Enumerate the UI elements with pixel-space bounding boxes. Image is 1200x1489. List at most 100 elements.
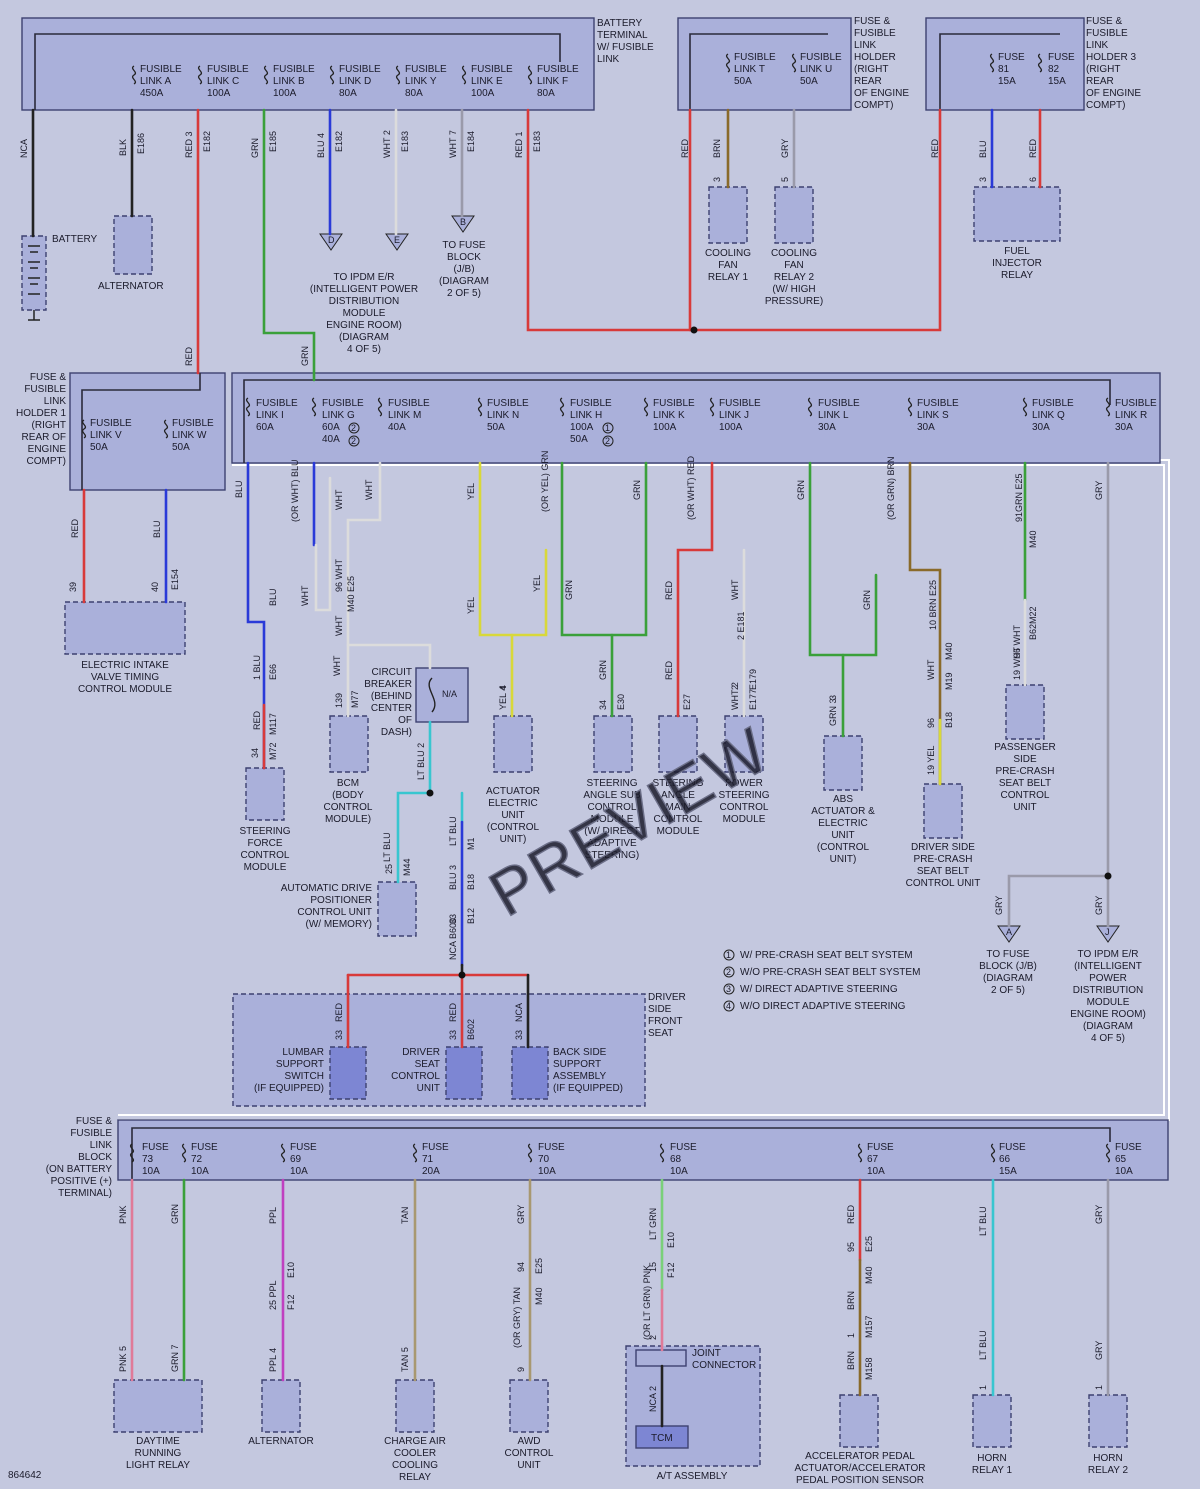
wire-label: 10 BRN E25: [928, 580, 938, 630]
wire-yel-n: [478, 461, 548, 637]
wire-label: WHT: [730, 579, 740, 600]
horn-relay-2-component: [1088, 1394, 1128, 1448]
wire-red-loop: [526, 108, 942, 332]
wires: [31, 108, 1110, 1428]
wire-label: 2: [730, 685, 740, 690]
tcm-label: TCM: [651, 1433, 673, 1444]
circuit-breaker-box: [415, 667, 469, 723]
wire-label: NCA B600: [448, 918, 458, 960]
wire-label: GRY: [780, 139, 790, 158]
fuse-symbols-top: [131, 53, 1043, 85]
wire-label: 33: [448, 1030, 458, 1040]
wire-label: BRN: [846, 1291, 856, 1310]
wire-wht-g: [314, 476, 332, 612]
wire-grn-h: [560, 461, 648, 637]
wire-label: 39: [68, 582, 78, 592]
wire-label: WHT: [334, 615, 344, 636]
wire-label: GRY: [994, 896, 1004, 915]
wire-label: RED: [1028, 138, 1038, 158]
wire-label: B602: [466, 1019, 476, 1040]
steering-main-component: [658, 715, 698, 773]
cooling-fan-relay-2-component: [774, 186, 814, 244]
variant-2-g-num: 2: [351, 423, 356, 433]
battery-terminal-bus: [34, 33, 561, 110]
wire-label: F12: [666, 1262, 676, 1278]
alternator-top-component: [113, 215, 153, 275]
wire-label: 15: [648, 1262, 658, 1272]
wire-label: 33: [514, 1030, 524, 1040]
variant-1-h-num: 1: [605, 423, 610, 433]
legend-text: W/O DIRECT ADAPTIVE STEERING: [740, 1001, 906, 1012]
passenger-precrash-component: [1005, 684, 1045, 740]
fuse-holder-right-bus: [689, 33, 828, 110]
wire-label: RED: [70, 518, 80, 538]
driver-seat-area: [232, 993, 646, 1107]
wire-label: WHT 7: [448, 130, 458, 158]
variant-1-h: [602, 422, 614, 434]
wire-label: BLU: [234, 480, 244, 498]
variant-2-h: [602, 435, 614, 447]
charge-air-component: [395, 1379, 435, 1433]
wire-label: B62: [1028, 624, 1038, 640]
wire-label: LT BLU: [978, 1206, 988, 1236]
wire-label: 3: [712, 177, 722, 182]
wire-label: RED: [184, 346, 194, 366]
alternator-top-label: ALTERNATOR: [98, 281, 164, 292]
wire-label: M158: [864, 1357, 874, 1380]
wire-label: 19 WHT: [1012, 646, 1022, 680]
abs-component: [823, 735, 863, 791]
wire-label: E10: [666, 1232, 676, 1248]
fuel-injector-relay-component: [973, 186, 1061, 242]
wire-label: M40: [864, 1266, 874, 1284]
joint-connector-box: [635, 1349, 687, 1367]
wire-label: 5: [780, 177, 790, 182]
wire-label: GRN 3: [828, 698, 838, 726]
wire-label: BLU: [152, 520, 162, 538]
wire-label: 34: [598, 700, 608, 710]
wire-label: BLU: [978, 140, 988, 158]
wire-label: GRN: [598, 660, 608, 680]
fuse-symbols-bottom: [129, 1143, 1111, 1163]
wire-label: 33: [334, 1030, 344, 1040]
wire-label: LT BLU: [978, 1330, 988, 1360]
legend-text: W/ DIRECT ADAPTIVE STEERING: [740, 984, 898, 995]
wire-label: GRY: [1094, 1341, 1104, 1360]
wire-label: 2: [648, 1335, 658, 1340]
legend-number: 2: [726, 967, 731, 977]
wire-label: (OR WHT) RED: [686, 456, 696, 520]
wire-label: BLK: [118, 139, 128, 156]
wire-label: YEL 4: [498, 686, 508, 710]
wire-label: 1: [1094, 1385, 1104, 1390]
legend-text: W/O PRE-CRASH SEAT BELT SYSTEM: [740, 967, 920, 978]
wire-label: E66: [268, 664, 278, 680]
wire-wht-m: [346, 461, 382, 718]
wire-label: BLU 3: [448, 865, 458, 890]
awd-component: [509, 1379, 549, 1433]
outer-frame: [118, 464, 1165, 1116]
actuator-component: [493, 715, 533, 773]
wire-brn-s: [908, 461, 942, 786]
